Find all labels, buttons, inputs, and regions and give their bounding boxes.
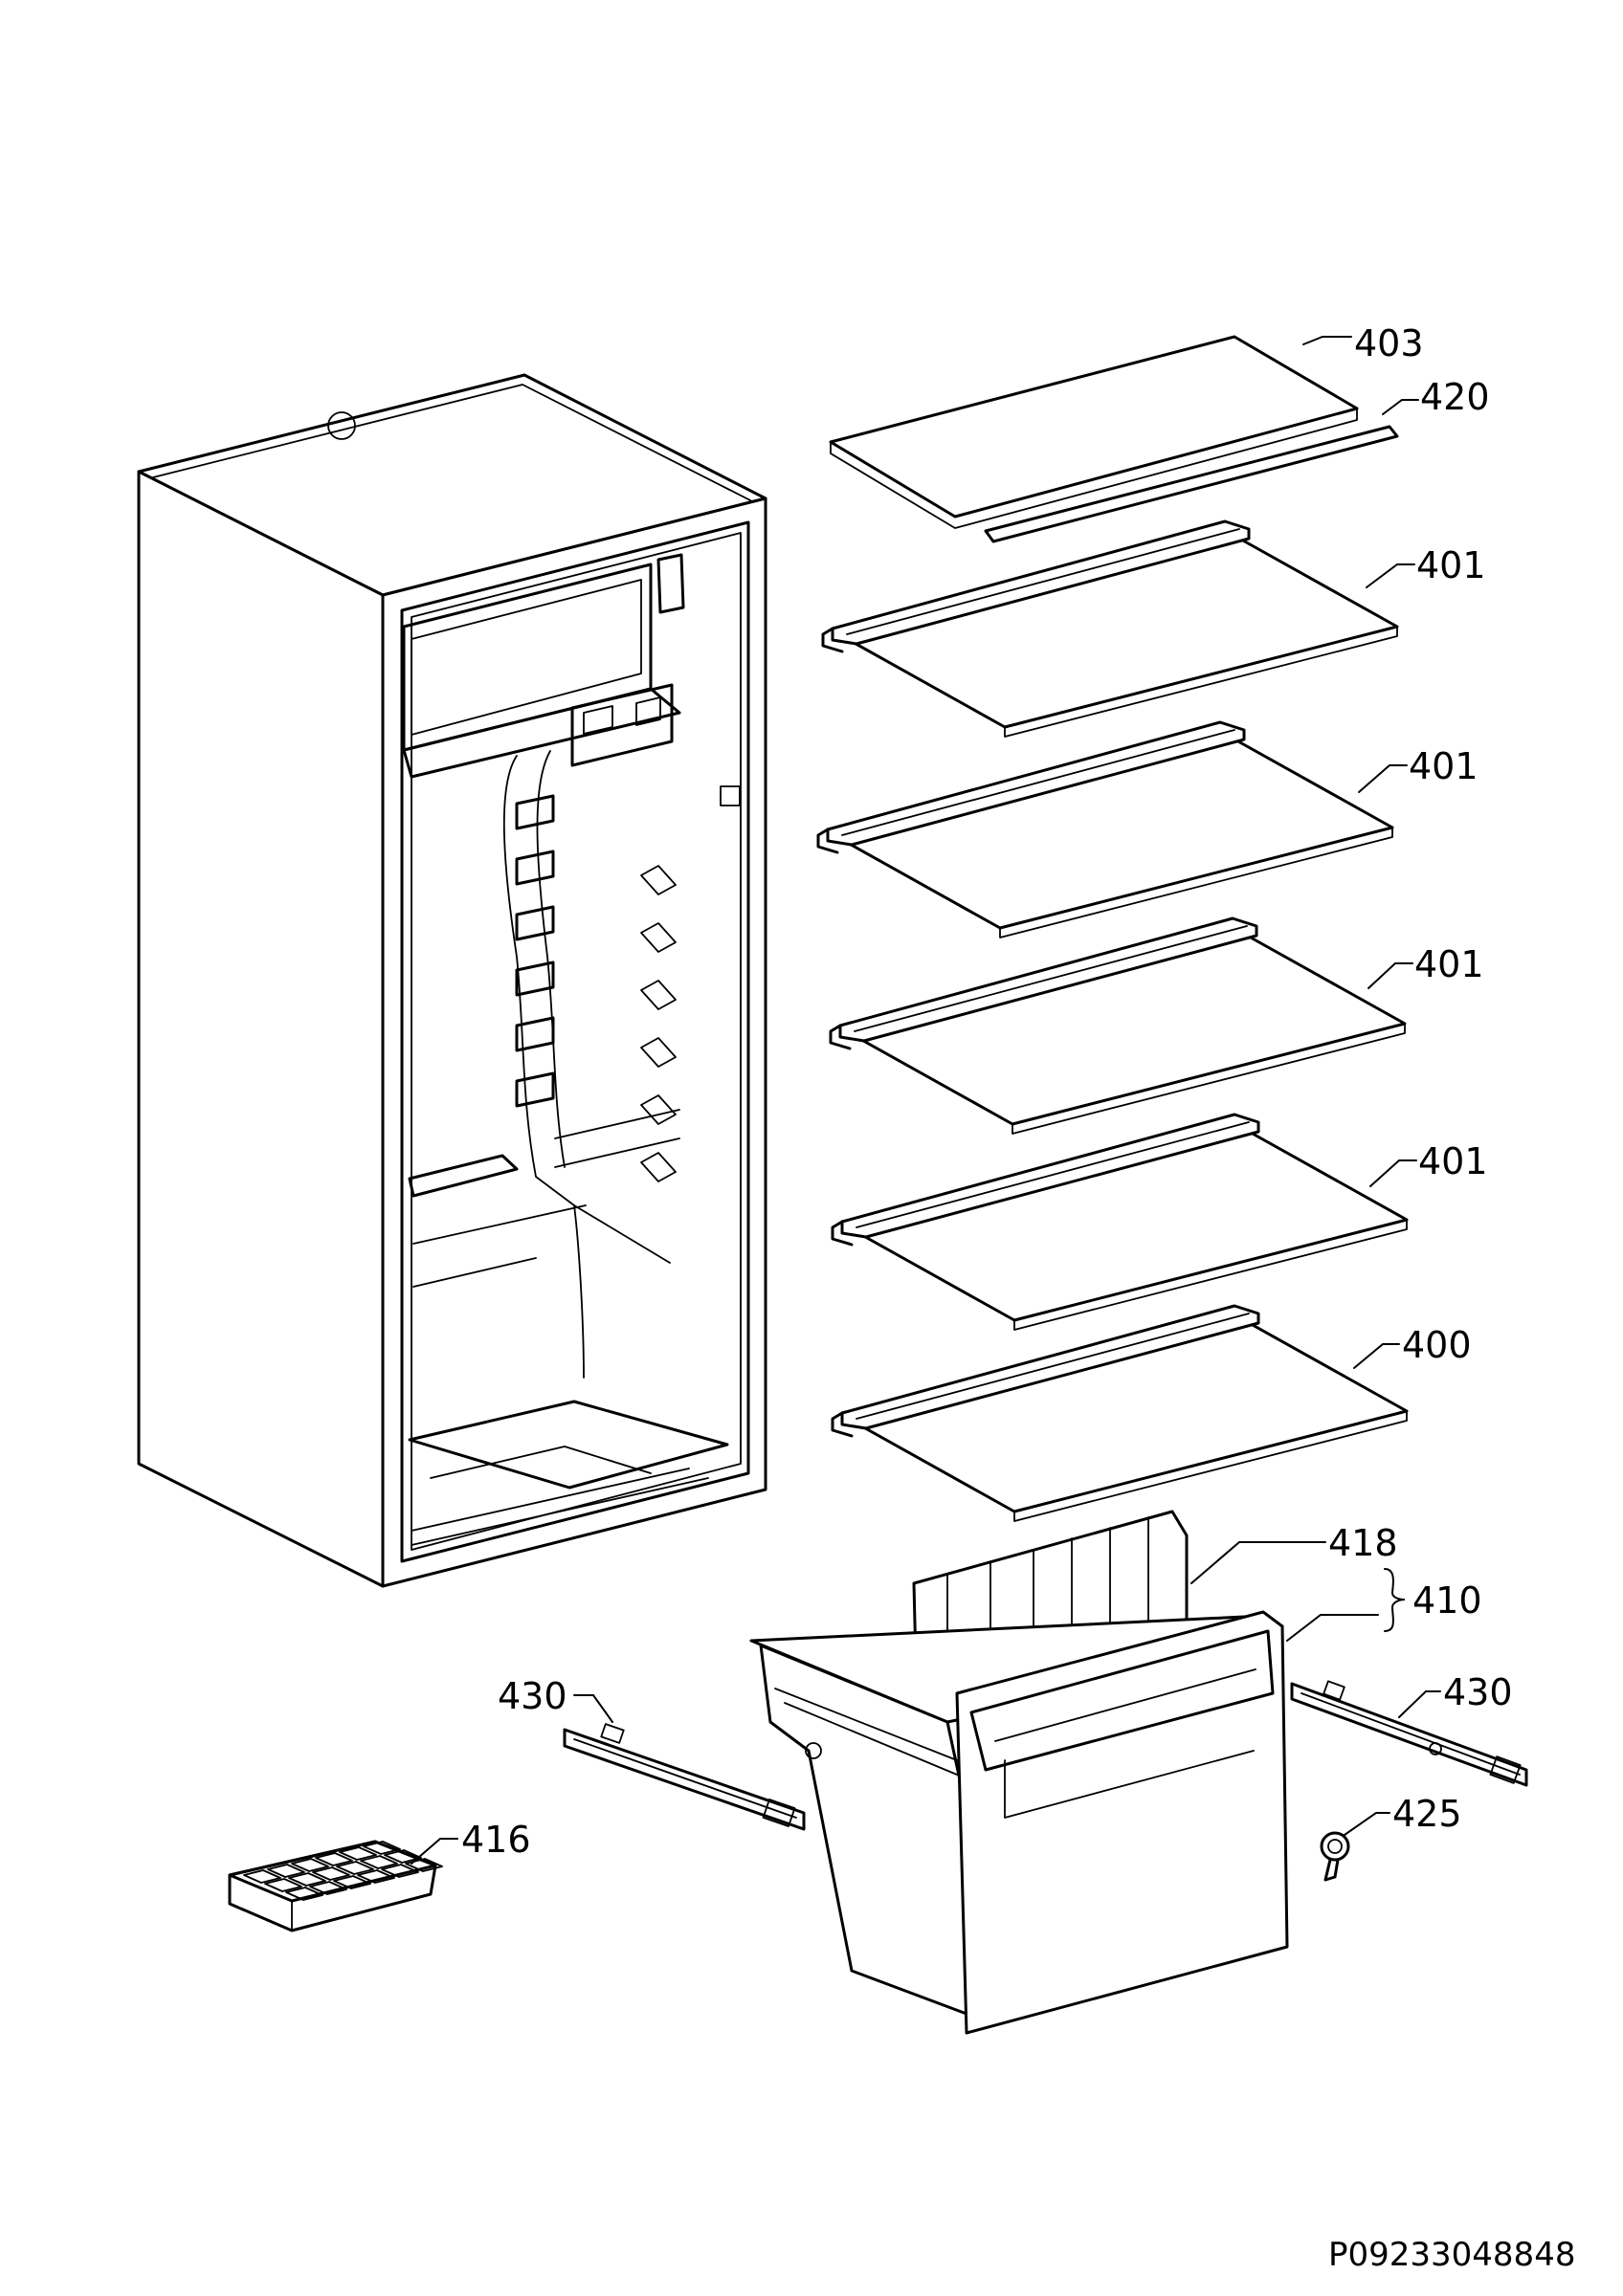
ice-cube-cell <box>264 1878 302 1892</box>
ice-cube-cell <box>243 1869 281 1884</box>
ice-cube-cell <box>363 1841 401 1855</box>
ice-cube-cell <box>288 1872 326 1887</box>
label-425: 425 <box>1392 1793 1462 1835</box>
ice-cube-cell <box>291 1858 329 1872</box>
label-401-fourth: 401 <box>1418 1140 1488 1182</box>
shelf-supports <box>515 794 677 1182</box>
label-416: 416 <box>461 1819 531 1861</box>
part-labels: 403 420 401 401 401 401 400 418 410 430 … <box>461 322 1513 1861</box>
label-430-left: 430 <box>498 1675 567 1717</box>
ice-cube-cell <box>315 1852 353 1866</box>
shelves <box>816 519 1409 1522</box>
shelf-401-second <box>816 720 1394 938</box>
shelf-401-first <box>821 519 1399 738</box>
label-420: 420 <box>1420 376 1490 418</box>
ice-cube-cell <box>312 1866 350 1881</box>
ice-cube-cell <box>357 1869 395 1884</box>
shelf-401-third <box>829 916 1407 1135</box>
label-401-first: 401 <box>1416 544 1486 586</box>
part-403-glass-cover <box>829 335 1359 529</box>
label-410: 410 <box>1412 1579 1482 1622</box>
ice-cube-cell <box>267 1864 305 1878</box>
part-410-crisper-drawer <box>749 1510 1289 2035</box>
label-418: 418 <box>1328 1522 1398 1564</box>
ice-cube-cell <box>360 1855 398 1869</box>
ice-cube-cell <box>381 1864 419 1878</box>
leader-lines <box>411 336 1441 1865</box>
ice-cube-cell <box>336 1861 374 1875</box>
ice-cube-cell <box>285 1887 323 1901</box>
refrigerator-cabinet <box>137 373 767 1588</box>
part-430-left-rail <box>563 1723 806 1831</box>
label-401-third: 401 <box>1414 943 1484 985</box>
label-430-right: 430 <box>1443 1671 1513 1713</box>
shelf-401-fourth <box>831 1113 1409 1331</box>
label-400: 400 <box>1402 1324 1472 1366</box>
ice-cube-cell <box>333 1875 371 1889</box>
ice-cube-cell <box>405 1858 443 1872</box>
shelf-400-bottom <box>831 1304 1409 1522</box>
part-425-knob <box>1320 1831 1350 1882</box>
label-401-second: 401 <box>1409 745 1478 787</box>
part-416-ice-cube-tray <box>228 1840 443 1932</box>
part-420-trim-strip <box>984 425 1399 543</box>
part-430-right-rail <box>1290 1680 1528 1787</box>
ice-cube-cell <box>339 1846 377 1861</box>
ice-cube-cell <box>309 1881 347 1895</box>
drawing-code: P09233048848 <box>1328 2236 1575 2274</box>
label-403: 403 <box>1354 322 1424 364</box>
ice-cube-cell <box>384 1849 422 1864</box>
